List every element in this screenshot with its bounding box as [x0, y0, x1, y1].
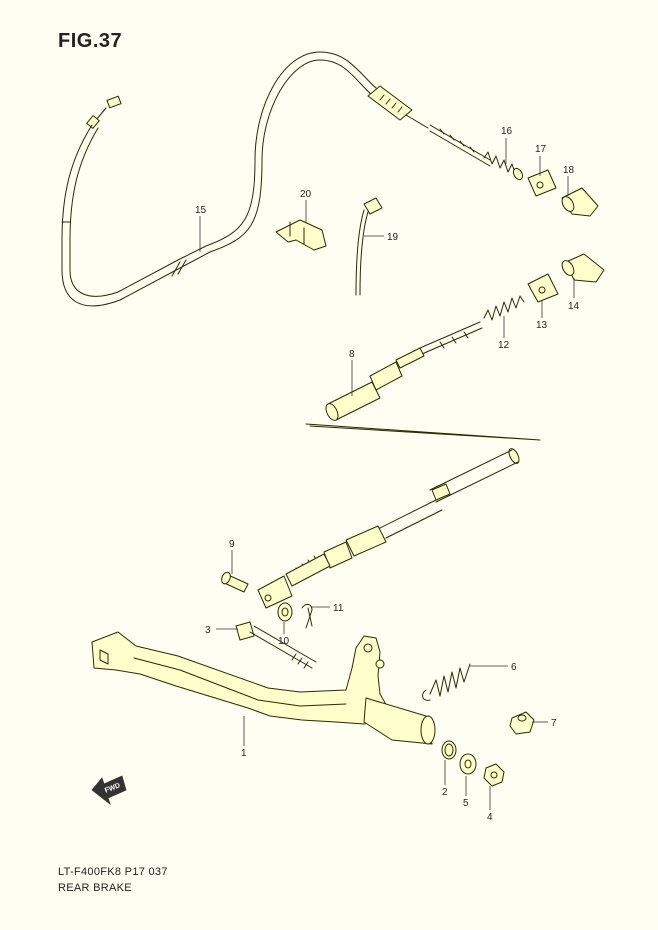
- part-3-bolt[interactable]: [235, 621, 317, 669]
- part-11-cotter-pin[interactable]: [301, 603, 313, 629]
- callout-7: 7: [551, 718, 557, 729]
- callout-13: 13: [536, 320, 548, 331]
- callout-3: 3: [205, 625, 211, 636]
- callout-14: 14: [568, 301, 580, 312]
- figure-code: LT-F400FK8 P17 037: [58, 866, 168, 878]
- part-6-return-spring[interactable]: [422, 663, 471, 701]
- part-2-o-ring[interactable]: [441, 740, 457, 760]
- part-19-cable-tie[interactable]: [355, 197, 383, 296]
- callout-4: 4: [487, 812, 493, 823]
- part-7-nut[interactable]: [509, 711, 535, 735]
- part-20-cable-clamp[interactable]: [275, 219, 327, 251]
- figure-subtitle: REAR BRAKE: [58, 882, 132, 894]
- callout-labels: 15 16 17 18 20 19 14 13 12 8 9 10 11 3 6…: [195, 126, 580, 823]
- figure-title: FIG.37: [58, 30, 123, 52]
- callout-19: 19: [387, 232, 399, 243]
- leader-lines: [199, 138, 575, 810]
- part-13-pin[interactable]: [527, 273, 559, 303]
- callout-12: 12: [498, 340, 510, 351]
- part-16-spring[interactable]: [483, 151, 524, 181]
- part-17-clevis-pin[interactable]: [527, 169, 557, 197]
- part-8-brake-cable[interactable]: [257, 321, 541, 609]
- part-14-bracket[interactable]: [560, 253, 605, 283]
- part-10-washer[interactable]: [277, 602, 293, 622]
- part-1-brake-pedal[interactable]: [91, 631, 436, 745]
- callout-2: 2: [442, 787, 448, 798]
- callout-18: 18: [563, 165, 575, 176]
- callout-16: 16: [501, 126, 513, 137]
- callout-17: 17: [535, 144, 547, 155]
- part-4-nut[interactable]: [483, 763, 505, 787]
- part-15-brake-cable[interactable]: [61, 51, 491, 307]
- part-12-spring[interactable]: [483, 295, 525, 321]
- callout-8: 8: [349, 349, 355, 360]
- callout-11: 11: [333, 603, 344, 614]
- callout-9: 9: [229, 539, 235, 550]
- part-9-clevis-pin[interactable]: [220, 571, 249, 593]
- callout-20: 20: [300, 189, 312, 200]
- callout-15: 15: [195, 205, 207, 216]
- callout-10: 10: [278, 636, 290, 647]
- callout-5: 5: [463, 798, 469, 809]
- part-18-joint[interactable]: [560, 187, 599, 217]
- callout-6: 6: [511, 662, 517, 673]
- part-5-washer[interactable]: [459, 753, 477, 775]
- callout-1: 1: [241, 748, 247, 759]
- forward-direction-arrow-icon: FWD: [91, 775, 127, 806]
